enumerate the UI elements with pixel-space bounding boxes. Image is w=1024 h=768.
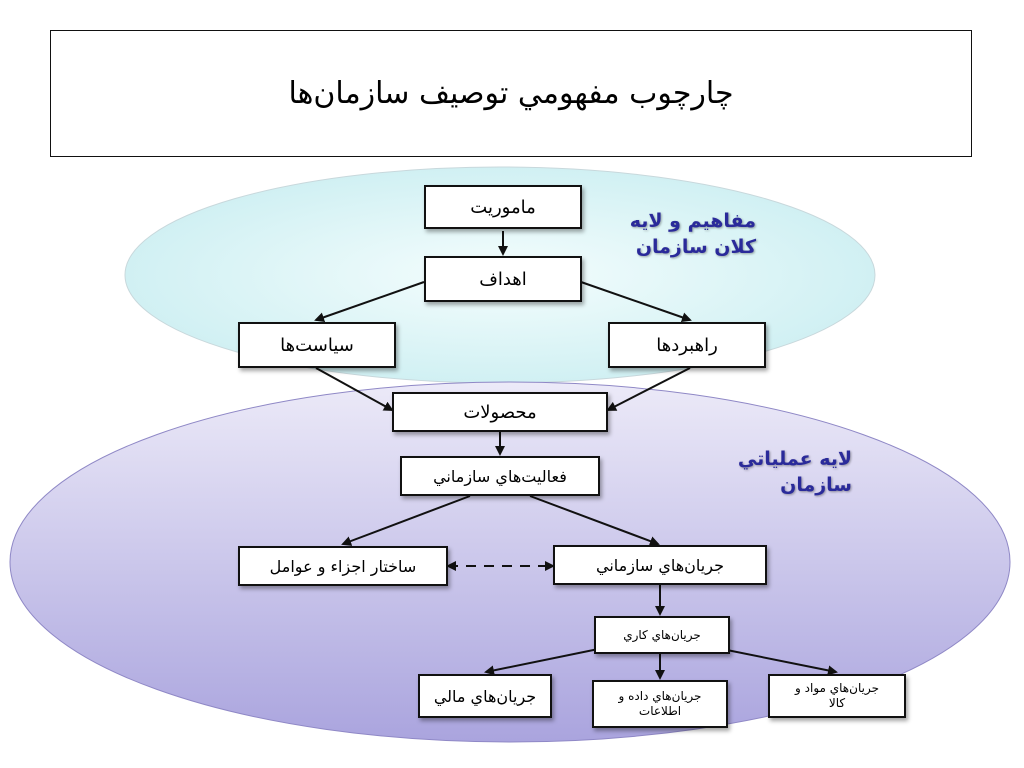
- node-data-flows-line2: اطلاعات: [638, 704, 682, 718]
- node-org-flows: جريان‌هاي سازماني: [553, 545, 767, 585]
- macro-layer-label: مفاهيم و لايه کلان سازمان: [630, 208, 756, 260]
- node-mission: ماموريت: [424, 185, 582, 229]
- operational-layer-label-line2: سازمان: [780, 474, 852, 496]
- macro-layer-label-line1: مفاهيم و لايه: [629, 210, 756, 232]
- node-strategies: راهبردها: [608, 322, 766, 368]
- node-products: محصولات: [392, 392, 608, 432]
- operational-layer-label-line1: لايه عملياتي: [737, 448, 852, 470]
- arrow-policies-products: [315, 367, 394, 411]
- page-title: چارچوب مفهومي توصيف سازمان‌ها: [288, 76, 734, 111]
- node-material-flows-line2: کالا: [828, 696, 846, 710]
- node-data-flows-line1: جريان‌هاي داده و: [618, 689, 702, 703]
- arrow-goals-policies: [314, 281, 425, 323]
- arrow-strategies-products: [606, 367, 691, 411]
- node-material-flows-line1: جريان‌هاي مواد و: [795, 681, 879, 695]
- arrow-workflows-financial: [484, 645, 614, 676]
- node-goals: اهداف: [424, 256, 582, 302]
- node-work-flows: جريان‌هاي کاري: [594, 616, 730, 654]
- title-box: چارچوب مفهومي توصيف سازمان‌ها: [50, 30, 972, 157]
- arrow-activities-orgflows: [529, 495, 660, 546]
- node-org-activities: فعاليت‌هاي سازماني: [400, 456, 600, 496]
- node-policies: سياست‌ها: [238, 322, 396, 368]
- arrow-activities-structure: [341, 495, 471, 546]
- arrow-goals-strategies: [580, 281, 692, 323]
- node-material-flows: جريان‌هاي مواد و کالا: [768, 674, 906, 718]
- node-financial-flows: جريان‌هاي مالي: [418, 674, 552, 718]
- node-data-flows: جريان‌هاي داده و اطلاعات: [592, 680, 728, 728]
- macro-layer-label-line2: کلان سازمان: [635, 236, 756, 258]
- node-structure: ساختار اجزاء و عوامل: [238, 546, 448, 586]
- operational-layer-label: لايه عملياتي سازمان: [738, 446, 852, 498]
